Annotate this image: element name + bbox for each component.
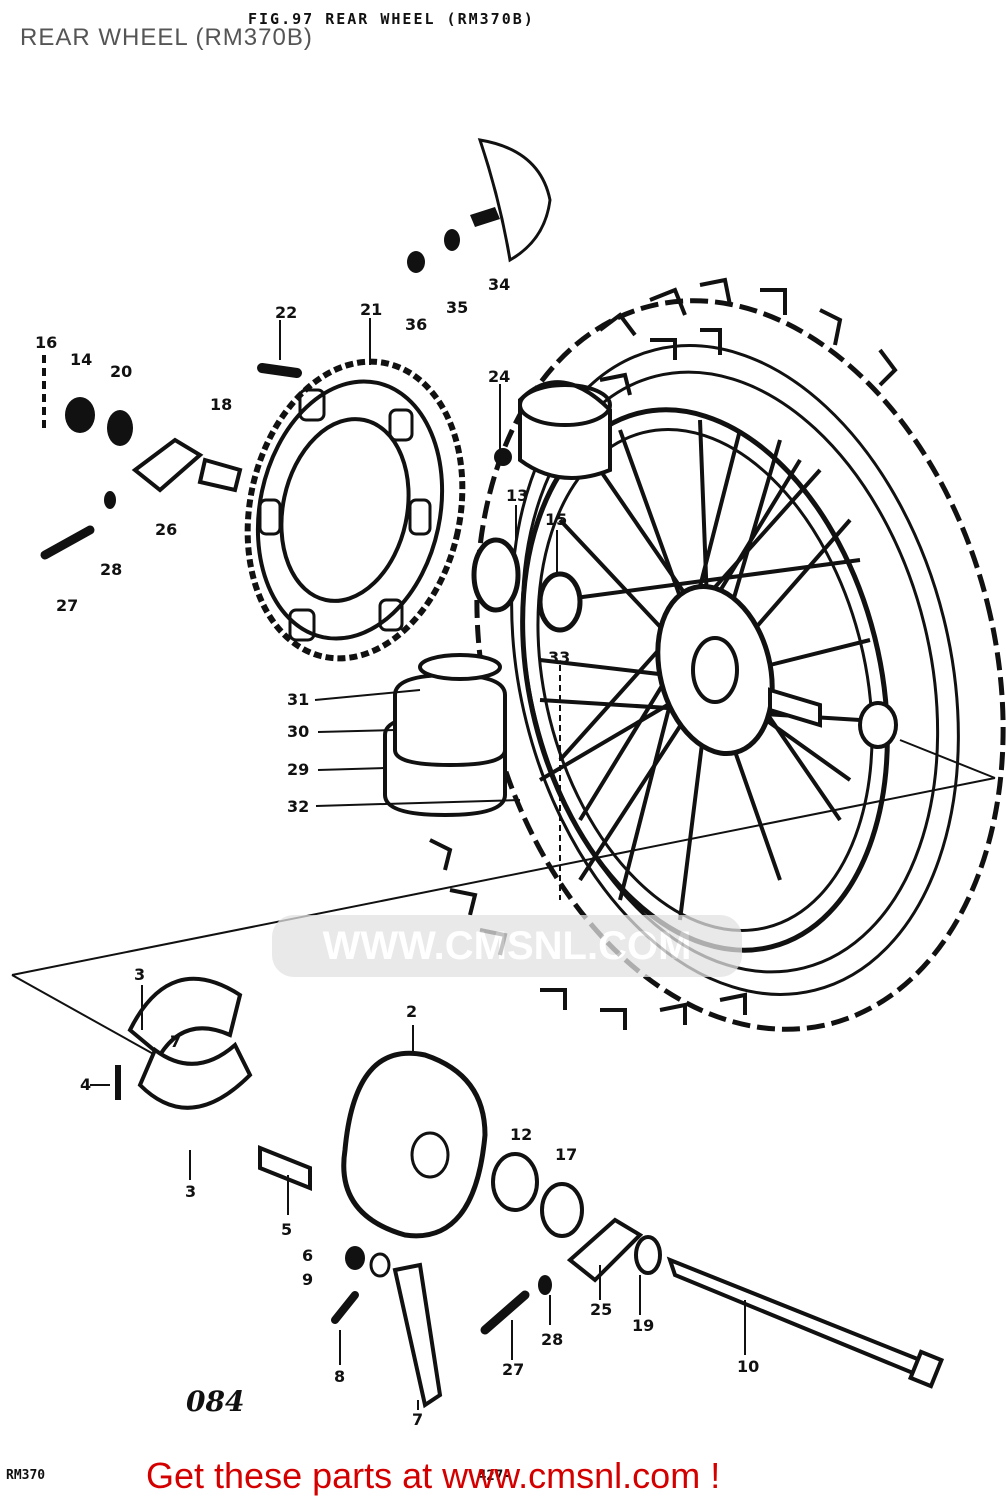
callout-number: 6 [302, 1246, 314, 1265]
callout-number: 16 [35, 333, 58, 352]
footer-prefix: Get these parts at [146, 1455, 443, 1496]
callout-number: 2 [406, 1002, 418, 1021]
callout-number: 22 [275, 303, 298, 322]
callout-number: 27 [56, 596, 79, 615]
callout-number: 28 [100, 560, 123, 579]
rear-rim-drawing [520, 407, 898, 953]
callout-number: 9 [302, 1270, 314, 1289]
callout-number: 15 [545, 510, 568, 529]
cmsnl-link[interactable]: www.cmsnl.com [442, 1455, 701, 1496]
callout-number: 17 [555, 1145, 578, 1164]
callout-number: 30 [287, 722, 310, 741]
model-code: RM370 [6, 1468, 46, 1483]
callout-number: 7 [412, 1410, 424, 1429]
callout-number: 3 [134, 965, 146, 984]
callout-number: 28 [541, 1330, 564, 1349]
sprocket-drawing [244, 358, 466, 662]
page-title: REAR WHEEL (RM370B) [20, 24, 313, 51]
callout-number: 36 [405, 315, 428, 334]
callout-number: 8 [334, 1367, 346, 1386]
callout-number: 5 [281, 1220, 293, 1239]
callout-number: 35 [446, 298, 469, 317]
drawing-code: 084 [186, 1385, 245, 1418]
callout-number: 19 [632, 1316, 655, 1335]
callout-number: 7 [170, 1032, 182, 1051]
callout-number: 21 [360, 300, 383, 319]
callout-number: 34 [488, 275, 511, 294]
callout-number: 10 [737, 1357, 760, 1376]
callout-number: 32 [287, 797, 310, 816]
callout-number: 24 [488, 367, 511, 386]
footer-suffix: ! [700, 1455, 721, 1496]
callout-number: 4 [80, 1075, 92, 1094]
watermark: WWW.CMSNL.COM [272, 915, 742, 977]
callout-number: 20 [110, 362, 133, 381]
callout-number: 29 [287, 760, 310, 779]
callout-number: 33 [548, 648, 571, 667]
figure-title: FIG.97 REAR WHEEL (RM370B) [248, 10, 535, 28]
callout-number: 27 [502, 1360, 525, 1379]
callout-number: 14 [70, 350, 93, 369]
callout-number: 25 [590, 1300, 613, 1319]
callout-number: 31 [287, 690, 310, 709]
callout-number: 13 [506, 486, 529, 505]
callout-number: 26 [155, 520, 178, 539]
page-code: 427- [478, 1468, 512, 1484]
callout-number: 18 [210, 395, 233, 414]
footer-banner: Get these parts at www.cmsnl.com ! [146, 1455, 720, 1497]
callout-number: 3 [185, 1182, 197, 1201]
callout-number: 12 [510, 1125, 533, 1144]
